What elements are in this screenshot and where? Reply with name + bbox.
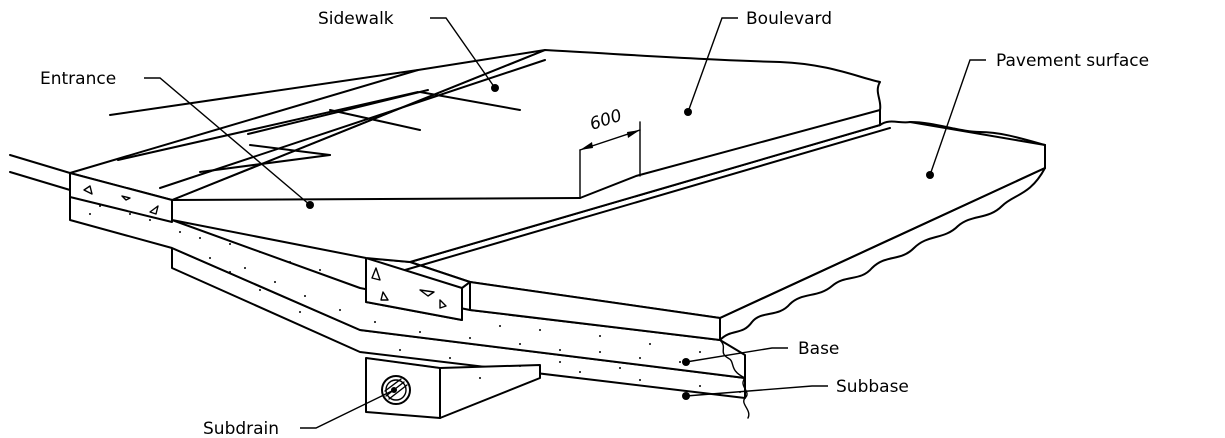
label-sidewalk: Sidewalk bbox=[318, 9, 394, 29]
label-pavement-surface: Pavement surface bbox=[996, 51, 1149, 71]
label-subdrain: Subdrain bbox=[203, 419, 279, 438]
label-entrance: Entrance bbox=[40, 69, 116, 89]
label-base: Base bbox=[798, 339, 839, 359]
base-layer bbox=[69, 194, 746, 379]
boulevard-surface bbox=[171, 49, 882, 263]
label-subbase: Subbase bbox=[836, 377, 909, 397]
pavement-slab bbox=[409, 120, 1046, 341]
leaders bbox=[144, 17, 986, 429]
entrance-slab bbox=[9, 154, 581, 201]
sidewalk-slabs bbox=[69, 49, 546, 223]
label-boulevard: Boulevard bbox=[746, 9, 832, 29]
